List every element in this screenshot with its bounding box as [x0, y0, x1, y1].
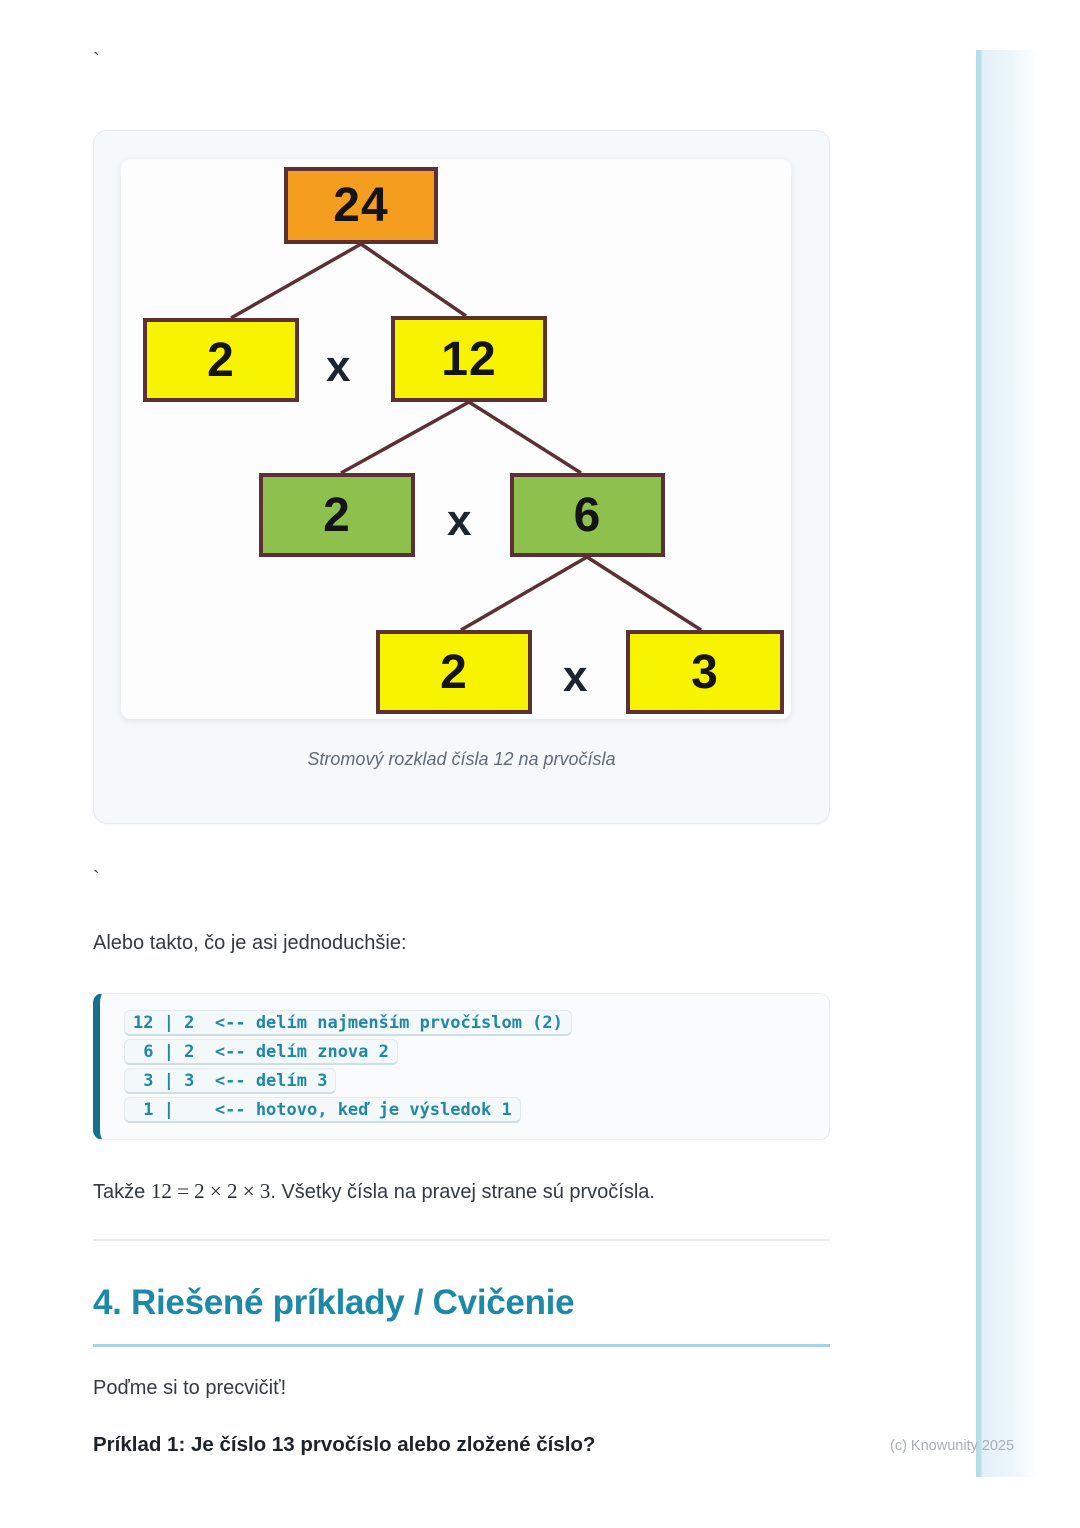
- conclusion-prefix: Takže: [93, 1181, 151, 1203]
- tree-node-label: 6: [573, 488, 602, 542]
- tree-node-label: 2: [440, 645, 468, 699]
- heading-underline: [93, 1344, 830, 1347]
- stray-backtick-top: `: [93, 50, 100, 72]
- practice-paragraph: Poďme si to precvičiť!: [93, 1377, 287, 1399]
- code-line-4: 1 | <-- hotovo, keď je výsledok 1: [124, 1097, 521, 1123]
- factor-tree-image: 24 2 x 12 2 x 6 2 x 3: [121, 159, 791, 719]
- math-expression: 12 = 2 × 2 × 3: [150, 1179, 271, 1203]
- tree-node-2-level3: 2: [259, 473, 415, 557]
- right-edge-strip: [976, 50, 1036, 1477]
- stray-backtick-mid: `: [93, 868, 100, 890]
- tree-node-24: 24: [284, 167, 438, 244]
- tree-node-6: 6: [510, 473, 665, 557]
- tree-node-12: 12: [391, 316, 547, 402]
- figure-caption: Stromový rozklad čísla 12 na prvočísla: [307, 749, 616, 769]
- tree-node-label: 24: [333, 179, 389, 232]
- tree-node-2-level4: 2: [376, 630, 532, 714]
- tree-node-3: 3: [626, 630, 784, 714]
- figure-card: 24 2 x 12 2 x 6 2 x 3 Stromový roz: [93, 130, 830, 824]
- example1-heading: Príklad 1: Je číslo 13 prvočíslo alebo z…: [93, 1433, 596, 1456]
- tree-edge-lines: [230, 242, 702, 632]
- conclusion-suffix: . Všetky čísla na pravej strane sú prvoč…: [270, 1181, 655, 1203]
- multiply-sign-2: x: [447, 496, 472, 545]
- intro-paragraph: Alebo takto, čo je asi jednoduchšie:: [93, 932, 407, 954]
- section-heading: 4. Riešené príklady / Cvičenie: [93, 1283, 575, 1322]
- conclusion-paragraph: Takže 12 = 2 × 2 × 3. Všetky čísla na pr…: [93, 1178, 655, 1205]
- tree-node-label: 2: [207, 333, 235, 387]
- multiply-sign-1: x: [326, 342, 351, 391]
- tree-node-2-level2: 2: [143, 318, 299, 402]
- code-line-2: 6 | 2 <-- delím znova 2: [124, 1039, 398, 1065]
- code-block: 12 | 2 <-- delím najmenším prvočíslom (2…: [93, 993, 830, 1140]
- tree-node-label: 3: [691, 645, 719, 699]
- watermark: (c) Knowunity 2025: [890, 1438, 1015, 1454]
- tree-node-label: 12: [441, 332, 497, 386]
- tree-node-label: 2: [323, 488, 351, 542]
- multiply-sign-3: x: [563, 652, 588, 701]
- code-line-3: 3 | 3 <-- delím 3: [124, 1068, 337, 1094]
- section-divider: [93, 1239, 830, 1241]
- code-line-1: 12 | 2 <-- delím najmenším prvočíslom (2…: [124, 1010, 572, 1036]
